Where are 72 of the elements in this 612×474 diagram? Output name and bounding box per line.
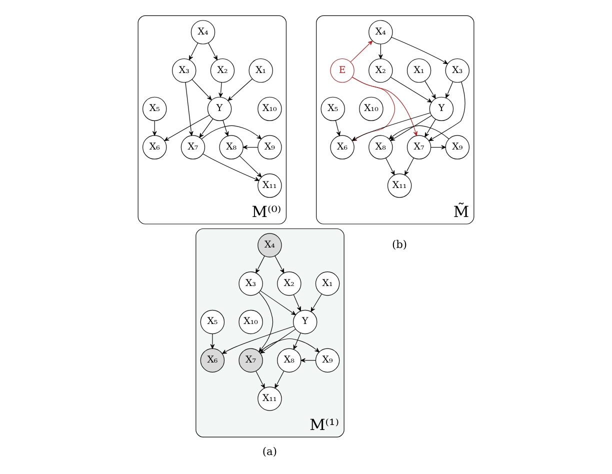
arrow <box>192 79 212 100</box>
arrow <box>201 125 262 140</box>
arrow <box>428 81 466 142</box>
arrow <box>239 156 262 178</box>
node-circle: X₂ <box>368 58 393 83</box>
node-circle: X₅ <box>200 310 225 334</box>
arrow <box>430 145 446 150</box>
node-circle: X₂ <box>210 58 235 83</box>
arrow <box>386 158 395 176</box>
node-circle: X₁₀ <box>258 96 282 122</box>
node-circle: X₅ <box>142 96 167 122</box>
arrow <box>352 76 418 136</box>
arrow <box>274 256 284 274</box>
node-circle: X₁₀ <box>359 96 384 122</box>
arrow <box>389 125 450 140</box>
node-circle: X₄ <box>190 20 216 44</box>
arrow <box>424 80 436 99</box>
arrow <box>185 82 194 136</box>
node-circle: X₁₀ <box>238 310 263 334</box>
node-circle: X₆ <box>330 135 354 160</box>
node-circle: X₇ <box>406 135 432 160</box>
arrow <box>404 158 414 176</box>
arrow <box>218 82 223 98</box>
node-circle: X₁ <box>315 272 340 296</box>
arrow <box>199 118 214 138</box>
node-circle: X₃ <box>445 58 470 83</box>
label: (a) <box>262 445 278 458</box>
arrow <box>152 120 157 136</box>
node-circle: X₈ <box>219 135 244 160</box>
arrow <box>390 77 432 103</box>
node-circle: X₁₁ <box>387 174 412 198</box>
arrow <box>300 358 316 362</box>
node-circle: X₅ <box>320 96 345 122</box>
node-circle: Y <box>293 310 318 334</box>
node-circle: E <box>330 58 354 83</box>
arrow <box>293 332 301 350</box>
arrow <box>424 118 436 138</box>
node-circle: X₃ <box>172 58 196 83</box>
node-circle: Y <box>429 96 454 122</box>
node-circle: X₃ <box>238 272 263 296</box>
arrow <box>260 328 296 354</box>
node-circle: X₉ <box>445 135 470 160</box>
node-circle: X₆ <box>200 348 225 372</box>
node-circle: X₁ <box>406 58 432 83</box>
arrow <box>242 145 258 150</box>
node-circle: X₂ <box>277 272 302 296</box>
arrow <box>222 120 229 136</box>
arrow <box>335 120 341 136</box>
node-circle: X₁₁ <box>258 386 282 411</box>
arrow <box>228 78 253 101</box>
node-circle: X₄ <box>258 233 282 258</box>
arrow <box>202 154 260 181</box>
arrow <box>256 370 265 388</box>
arrow <box>188 42 198 60</box>
node-circle: X₁ <box>248 58 273 83</box>
arrow <box>208 42 218 60</box>
label: (b) <box>392 238 408 251</box>
arrow <box>210 334 215 349</box>
arrow <box>274 370 284 388</box>
arrow <box>260 290 296 316</box>
node-circle: X₆ <box>142 135 167 160</box>
arrow <box>350 40 373 62</box>
arrow <box>310 294 322 312</box>
arrow <box>391 36 448 64</box>
arrow <box>164 114 210 142</box>
node-circle: X₇ <box>180 135 206 160</box>
arrow <box>390 115 432 141</box>
arrow <box>293 294 301 312</box>
node-circle: X₈ <box>277 348 302 372</box>
arrow <box>446 81 454 98</box>
arrow <box>256 256 265 274</box>
arrow <box>378 44 383 59</box>
